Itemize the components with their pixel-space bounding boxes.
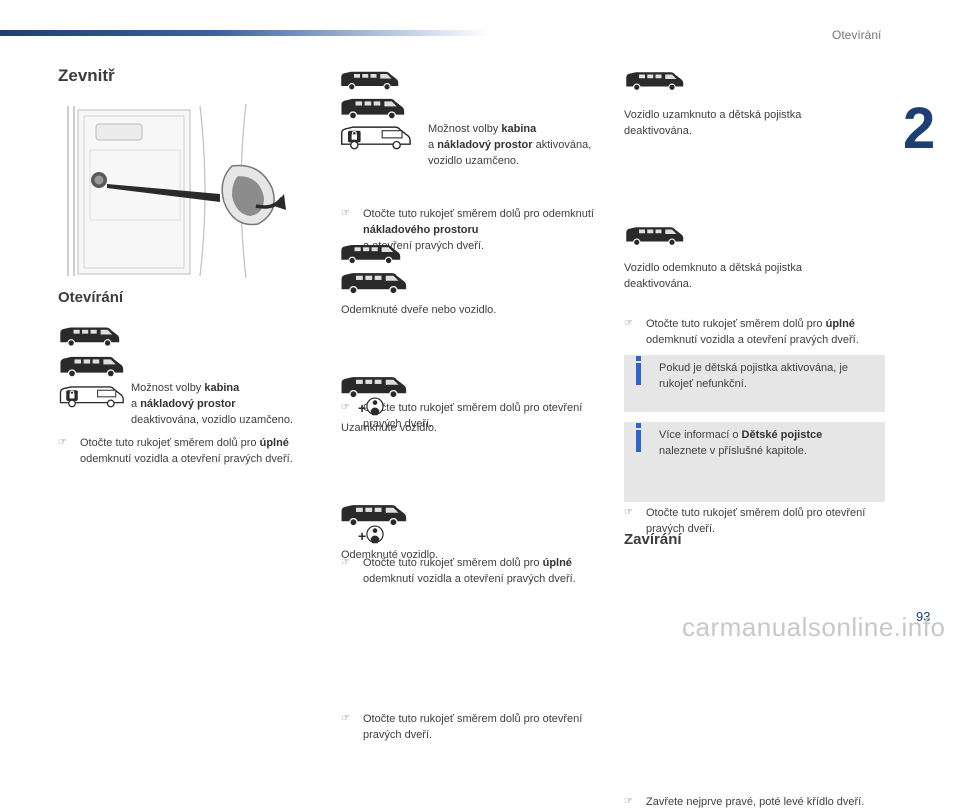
text-bold: kabina	[501, 123, 537, 135]
text: vozidlo uzamčeno.	[428, 155, 520, 167]
info-icon	[636, 356, 641, 385]
page-number: 93	[916, 609, 931, 624]
bullet-marker-icon: ☞	[624, 507, 633, 518]
text: odemknutí vozidla a otevření pravých dve…	[646, 334, 859, 346]
text: a	[428, 139, 438, 151]
child-lock-icon	[366, 397, 384, 419]
bullet-marker-icon: ☞	[624, 318, 633, 329]
van-icon	[339, 96, 405, 120]
note-options-left: Možnost volby kabina a nákladový prostor…	[131, 380, 331, 428]
info-box-childlock: Pokud je dětská pojistka aktivována, je …	[624, 355, 885, 412]
closing-title: Zavírání	[624, 531, 682, 548]
text: deaktivována, vozidlo uzamčeno.	[131, 414, 294, 426]
text: Otočte tuto rukojeť směrem dolů pro otev…	[363, 713, 583, 741]
chapter-number: 2	[903, 96, 936, 161]
info-text: Pokud je dětská pojistka aktivována, je …	[659, 362, 848, 390]
bullet-open-right-doors: ☞ Otočte tuto rukojeť směrem dolů pro ot…	[341, 400, 603, 432]
bullet-open-right-doors-2: ☞ Otočte tuto rukojeť směrem dolů pro ot…	[341, 711, 603, 743]
text: Více informací o	[659, 429, 742, 441]
text-bold: nákladového prostoru	[363, 224, 479, 236]
text: Otočte tuto rukojeť směrem dolů pro	[363, 557, 543, 569]
header-gradient-bar	[0, 30, 490, 36]
text-bold: nákladový prostor	[437, 139, 533, 151]
van-icon	[339, 374, 407, 399]
section-title: Otevírání	[832, 28, 882, 42]
text-unlocked-doors: Odemknuté dveře nebo vozidlo.	[341, 304, 497, 316]
van-icon	[624, 224, 684, 247]
text: odemknutí vozidla a otevření pravých dve…	[363, 573, 576, 585]
text-bold: úplné	[259, 437, 289, 449]
van-icon	[58, 354, 124, 378]
bullet-closing: ☞ Zavřete nejprve pravé, poté levé křídl…	[624, 794, 886, 810]
text: Otočte tuto rukojeť směrem dolů pro otev…	[646, 507, 866, 535]
child-lock-icon	[366, 525, 384, 547]
van-icon	[339, 502, 407, 527]
watermark: carmanualsonline.info	[682, 612, 946, 642]
van-icon	[339, 69, 399, 91]
text: Otočte tuto rukojeť směrem dolů pro otev…	[363, 402, 583, 430]
van-lock-icon	[58, 384, 124, 408]
text: a	[131, 398, 141, 410]
plus-icon: +	[358, 528, 367, 544]
van-icon	[339, 270, 407, 295]
bullet-open-right-doors-3: ☞ Otočte tuto rukojeť směrem dolů pro ot…	[624, 505, 886, 537]
text-unlocked-childlock-off: Vozidlo odemknuto a dětská pojistka deak…	[624, 262, 802, 290]
info-icon	[636, 423, 641, 452]
bullet-marker-icon: ☞	[341, 713, 350, 724]
text-locked-vehicle: Uzamknuté vozidlo.	[341, 422, 437, 434]
text-bold: úplné	[825, 318, 855, 330]
info-box-more: Více informací o Dětské pojistce nalezne…	[624, 422, 885, 502]
text: Otočte tuto rukojeť směrem dolů pro	[646, 318, 826, 330]
text: Otočte tuto rukojeť směrem dolů pro odem…	[363, 208, 594, 220]
text: Zavřete nejprve pravé, poté levé křídlo …	[646, 796, 865, 808]
text: naleznete v příslušné kapitole.	[659, 445, 807, 457]
bullet-full-unlock-right: ☞ Otočte tuto rukojeť směrem dolů pro úp…	[624, 316, 908, 348]
subtitle-oteviran-left: Otevírání	[58, 289, 124, 306]
bullet-marker-icon: ☞	[341, 402, 350, 413]
plus-icon: +	[358, 400, 367, 416]
text: odemknutí vozidla a otevření pravých dve…	[80, 453, 293, 465]
bullet-full-unlock-middle: ☞ Otočte tuto rukojeť směrem dolů pro úp…	[341, 555, 625, 587]
note-options-middle: Možnost volby kabina a nákladový prostor…	[428, 121, 610, 169]
bullet-marker-icon: ☞	[341, 557, 350, 568]
text-locked-childlock-off: Vozidlo uzamknuto a dětská pojistka deak…	[624, 109, 802, 137]
text-bold: kabina	[204, 382, 240, 394]
text: Možnost volby	[428, 123, 502, 135]
van-icon	[339, 242, 401, 265]
title-zevnitr: Zevnitř	[58, 66, 115, 85]
van-icon	[624, 69, 684, 92]
text-bold: Dětské pojistce	[741, 429, 823, 441]
text: Možnost volby	[131, 382, 205, 394]
van-icon	[58, 325, 120, 347]
text: aktivována,	[532, 139, 592, 151]
bullet-marker-icon: ☞	[58, 437, 67, 448]
bullet-marker-icon: ☞	[624, 796, 633, 807]
door-interior-illustration	[60, 102, 290, 280]
text-bold: úplné	[542, 557, 572, 569]
text-unlocked-vehicle: Odemknuté vozidlo.	[341, 549, 439, 561]
bullet-marker-icon: ☞	[341, 208, 350, 219]
van-lock-icon	[339, 124, 411, 150]
info-text: Více informací o Dětské pojistce nalezne…	[659, 427, 879, 459]
bullet-full-unlock-left: ☞ Otočte tuto rukojeť směrem dolů pro úp…	[58, 435, 342, 467]
text: Otočte tuto rukojeť směrem dolů pro	[80, 437, 260, 449]
text-bold: nákladový prostor	[140, 398, 236, 410]
bullet-cargo-unlock: ☞ Otočte tuto rukojeť směrem dolů pro od…	[341, 206, 603, 254]
